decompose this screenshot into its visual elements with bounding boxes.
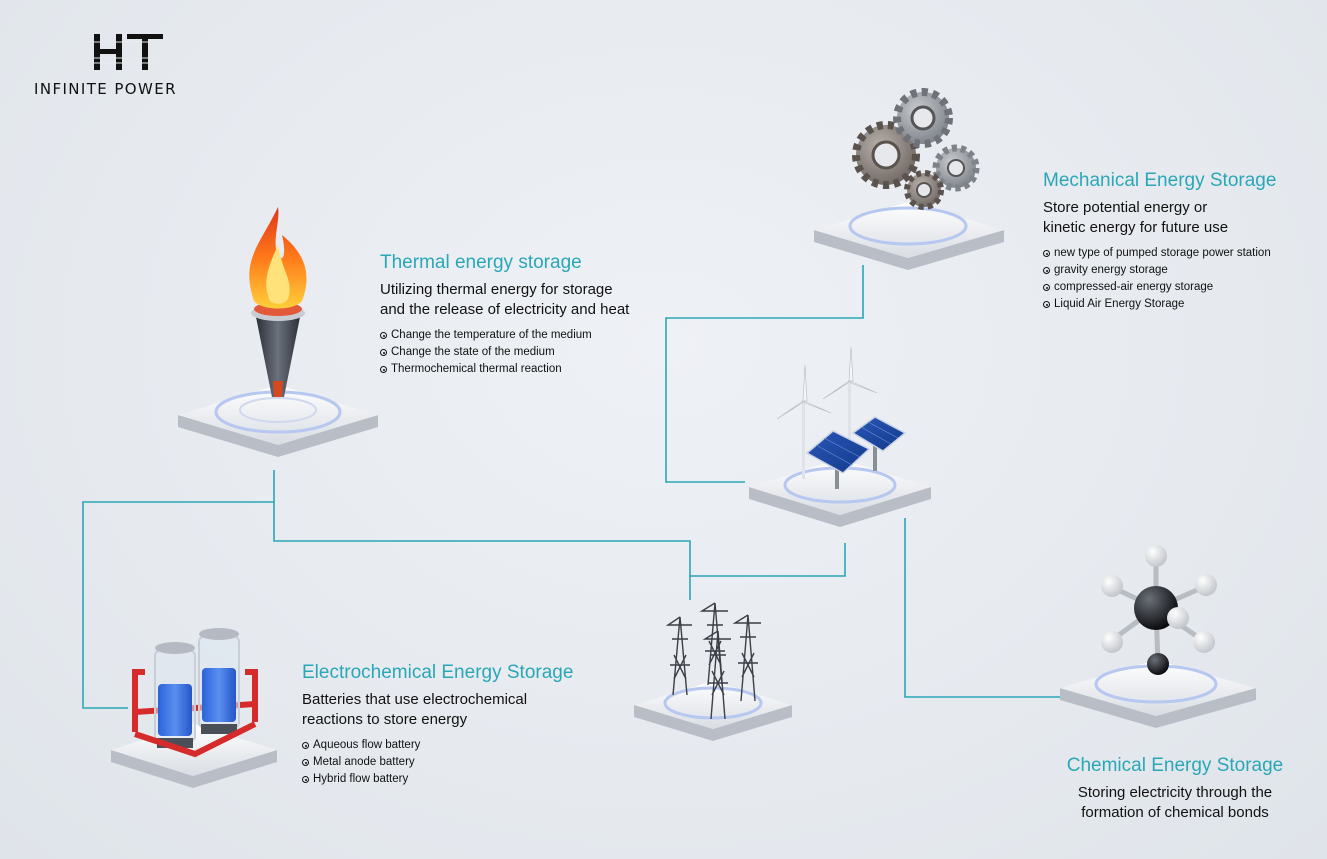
thermal-description-line2: and the release of electricity and heat [380,300,630,318]
gears-icon [852,88,980,210]
connector-grid-hub [690,543,846,577]
electrochemical-description-line1: Batteries that use electrochemical [302,691,528,708]
chemical-storage-block: Chemical Energy Storage Storing electric… [1050,755,1300,822]
brand-tagline: INFINITE POWER [34,80,177,98]
mechanical-description: Store potential energy or kinetic energy… [1043,198,1313,237]
bullet-icon [380,366,387,373]
chemical-description: Storing electricity through the formatio… [1050,783,1300,822]
brand-logo: INFINITE POWER [34,32,234,98]
list-item-text: Thermochemical thermal reaction [391,363,562,375]
thermal-description-line1: Utilizing thermal energy for storage [380,281,613,298]
molecule-icon [1101,545,1217,675]
list-item: compressed-air energy storage [1043,279,1313,296]
mechanical-illustration [808,80,1008,280]
hub-illustration [745,345,935,535]
chemical-title: Chemical Energy Storage [1066,755,1284,776]
connector-hub-chemical [904,518,1060,698]
ht-logo-mark-icon [94,34,166,70]
list-item-text: compressed-air energy storage [1054,281,1214,293]
list-item-text: Metal anode battery [313,756,415,768]
list-item-text: Hybrid flow battery [313,773,409,785]
grid-illustration [628,595,798,755]
bullet-icon [1043,284,1050,291]
chemical-illustration [1056,540,1261,740]
list-item-text: new type of pumped storage power station [1054,247,1271,259]
electro-illustration [105,622,285,792]
list-item: Hybrid flow battery [302,771,602,788]
transmission-towers-icon [665,602,761,720]
torch-icon [256,317,300,397]
list-item: Change the temperature of the medium [380,327,670,344]
bullet-icon [302,759,309,766]
bullet-icon [1043,301,1050,308]
thermal-illustration [170,205,385,457]
electrochemical-description-line2: reactions to store energy [302,710,468,728]
solar-panel-icon [805,416,907,489]
list-item: Aqueous flow battery [302,737,602,754]
list-item-text: Aqueous flow battery [313,739,421,751]
mechanical-list: new type of pumped storage power station… [1043,245,1313,313]
bullet-icon [1043,267,1050,274]
thermal-storage-block: Thermal energy storage Utilizing thermal… [380,252,670,378]
list-item: Thermochemical thermal reaction [380,361,670,378]
mechanical-description-line1: Store potential energy or [1043,199,1208,216]
list-item-text: Change the temperature of the medium [391,329,592,341]
electrochemical-storage-block: Electrochemical Energy Storage Batteries… [302,662,602,788]
connector-thermal-grid [273,502,691,600]
electrochemical-list: Aqueous flow battery Metal anode battery… [302,737,602,788]
bullet-icon [380,349,387,356]
bullet-icon [1043,250,1050,257]
list-item: new type of pumped storage power station [1043,245,1313,262]
chemical-description-line1: Storing electricity through the [1077,784,1273,801]
mechanical-storage-block: Mechanical Energy Storage Store potentia… [1043,170,1313,313]
wind-turbine-icon [776,346,878,479]
thermal-description: Utilizing thermal energy for storage and… [380,280,670,319]
chemical-description-line2: formation of chemical bonds [1081,803,1269,821]
flow-battery-icon [132,628,258,758]
list-item: Metal anode battery [302,754,602,771]
electrochemical-title: Electrochemical Energy Storage [302,662,574,683]
thermal-title: Thermal energy storage [380,252,582,273]
bullet-icon [380,332,387,339]
bullet-icon [302,776,309,783]
electrochemical-description: Batteries that use electrochemical react… [302,690,602,729]
list-item-text: gravity energy storage [1054,264,1168,276]
mechanical-description-line2: kinetic energy for future use [1043,218,1229,236]
list-item-text: Liquid Air Energy Storage [1054,298,1185,310]
list-item: Liquid Air Energy Storage [1043,296,1313,313]
mechanical-title: Mechanical Energy Storage [1043,170,1277,191]
list-item: Change the state of the medium [380,344,670,361]
bullet-icon [302,742,309,749]
list-item-text: Change the state of the medium [391,346,555,358]
list-item: gravity energy storage [1043,262,1313,279]
thermal-list: Change the temperature of the medium Cha… [380,327,670,378]
